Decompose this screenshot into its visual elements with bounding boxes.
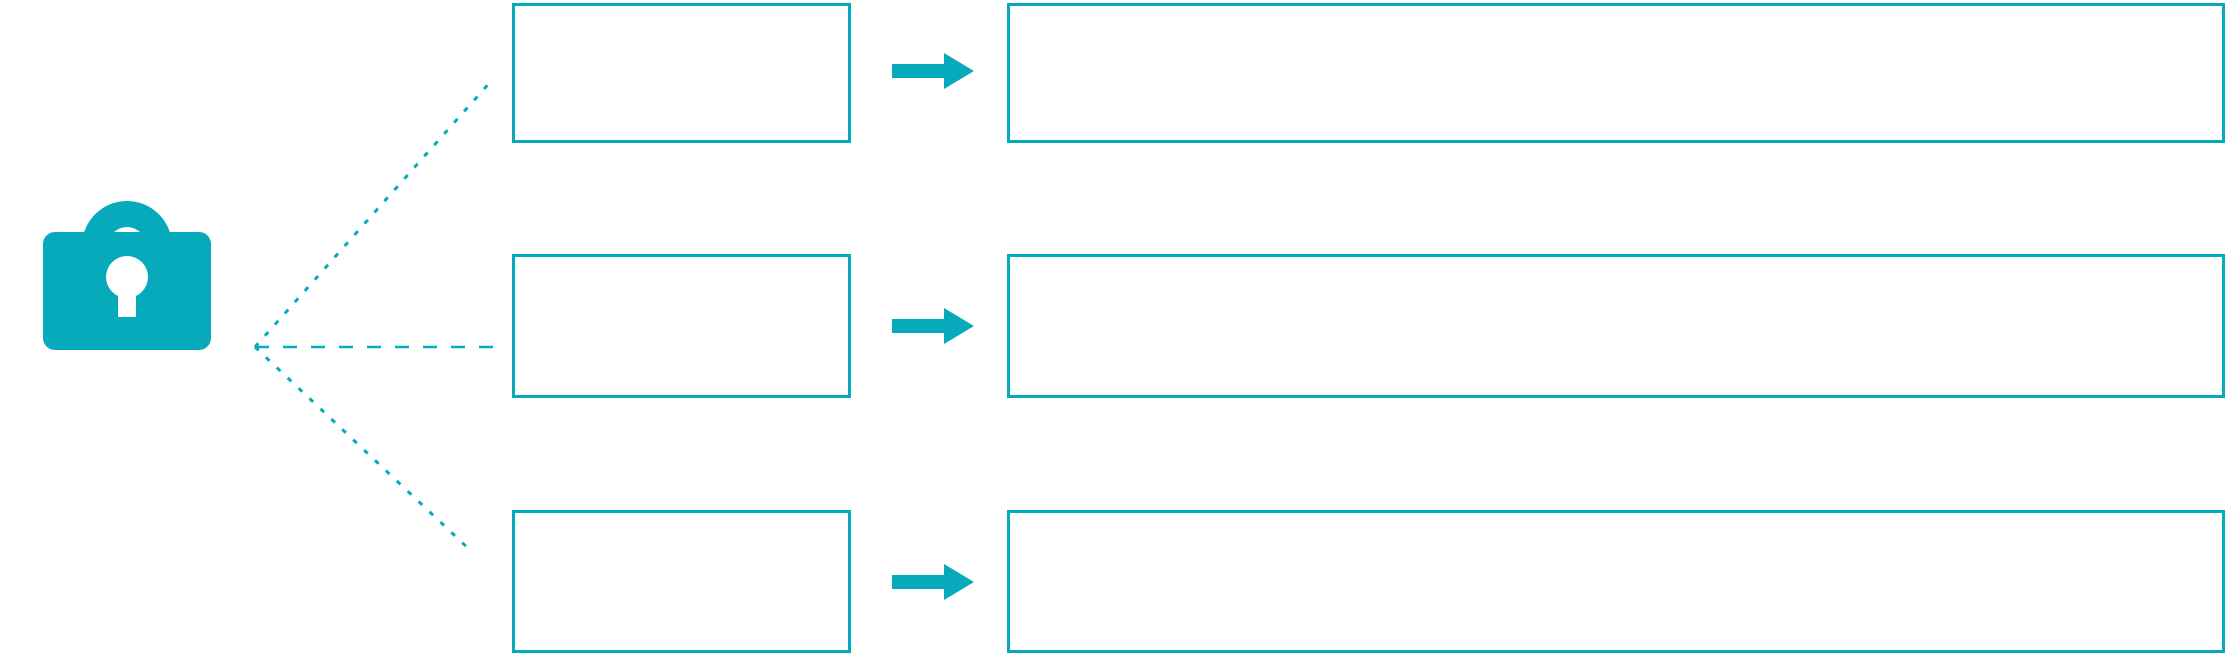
connector-line-bottom bbox=[253, 345, 472, 552]
row-3-right-box[interactable] bbox=[1007, 510, 2225, 653]
row-1-right-box[interactable] bbox=[1007, 3, 2225, 143]
row-3-left-box[interactable] bbox=[512, 510, 851, 653]
row-1-arrow-icon bbox=[892, 53, 974, 89]
row-3-arrow-icon bbox=[892, 564, 974, 600]
lock-icon bbox=[28, 150, 228, 360]
row-2-arrow-icon bbox=[892, 308, 974, 344]
row-2-left-box[interactable] bbox=[512, 254, 851, 398]
row-2-right-box[interactable] bbox=[1007, 254, 2225, 398]
connector-line-top bbox=[253, 79, 494, 348]
row-1-left-box[interactable] bbox=[512, 3, 851, 143]
